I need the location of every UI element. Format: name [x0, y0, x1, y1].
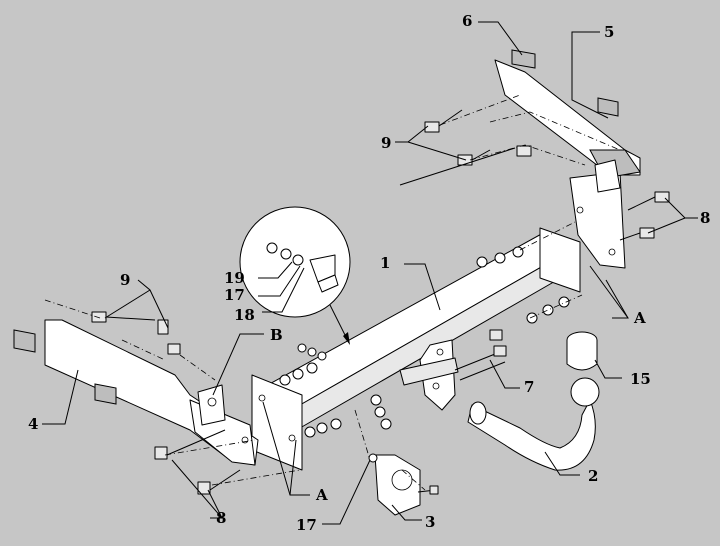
callout-9-left: 9 [120, 271, 130, 289]
callout-5: 5 [604, 23, 614, 41]
callout-A-right: A [633, 309, 646, 327]
fasteners [91, 109, 670, 495]
detail-circle [239, 206, 351, 345]
callout-4: 4 [28, 415, 38, 433]
callout-8-right: 8 [700, 209, 710, 227]
crossbar-part [251, 227, 581, 471]
right-bracket-part [494, 49, 641, 269]
callout-B: B [270, 326, 283, 344]
callout-17-bottom: 17 [296, 516, 317, 534]
callout-18: 18 [234, 306, 255, 324]
callout-2: 2 [588, 467, 598, 485]
callout-19: 19 [224, 269, 245, 287]
callout-3: 3 [425, 513, 435, 531]
tow-ball-part [467, 331, 600, 471]
callout-1: 1 [380, 254, 390, 272]
callout-15: 15 [630, 370, 651, 388]
callout-9-top: 9 [381, 134, 391, 152]
callout-8-bottom: 8 [216, 509, 226, 527]
leader-lines [42, 21, 698, 525]
callout-7: 7 [524, 378, 534, 396]
socket-plate-part [374, 454, 439, 516]
callout-17-detail: 17 [224, 286, 245, 304]
callout-labels: 1 2 3 4 5 6 7 8 8 9 9 15 17 17 18 19 A A… [28, 12, 710, 534]
left-bracket-part [13, 319, 259, 466]
callout-A-bottom: A [315, 486, 328, 504]
assembly-lines [44, 94, 621, 491]
callout-6: 6 [462, 12, 472, 30]
